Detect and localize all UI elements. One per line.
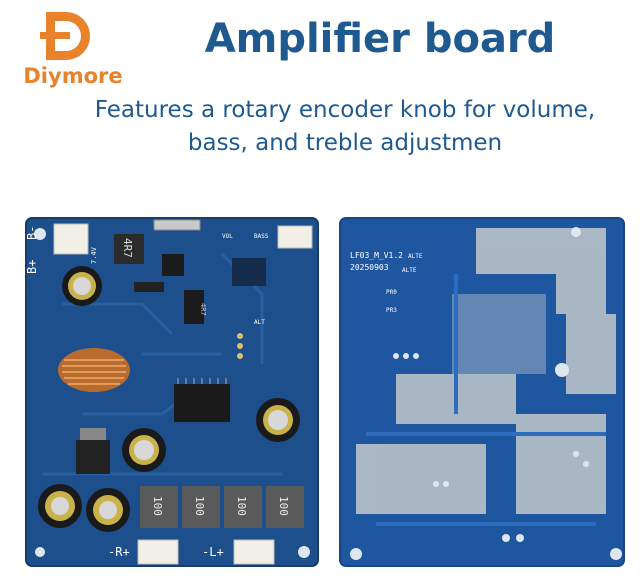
toroid-coil bbox=[58, 348, 130, 392]
label-alt-2: ALTE bbox=[402, 267, 417, 274]
label-model: LF03_M_V1.2 bbox=[350, 251, 403, 260]
label-b-plus: B+ bbox=[25, 260, 39, 274]
label-b-minus: B- bbox=[25, 226, 39, 240]
brand-logo: Diymore bbox=[8, 6, 138, 92]
page-title: Amplifier board bbox=[204, 16, 556, 62]
usb-port bbox=[153, 219, 201, 231]
diymore-d-icon bbox=[40, 12, 90, 60]
brand-name: Diymore bbox=[23, 64, 123, 88]
label-vol: VOL bbox=[222, 233, 233, 240]
solder-points bbox=[393, 353, 589, 542]
capacitor-3 bbox=[134, 440, 154, 460]
pin-header bbox=[237, 333, 243, 359]
power-connector bbox=[53, 223, 89, 255]
amplifier-board-back: LF03_M_V1.2 20250903 ALTE ALTE PR0 PR3 bbox=[339, 217, 625, 567]
capacitor-2 bbox=[268, 410, 288, 430]
label-inductor-small: 4R7 bbox=[199, 303, 207, 316]
encoder-block bbox=[232, 258, 266, 286]
capacitor-4 bbox=[51, 497, 69, 515]
inductor-4r7 bbox=[114, 234, 144, 264]
label-alt: ALT bbox=[254, 319, 265, 326]
capacitor-5 bbox=[99, 501, 117, 519]
signal-connector bbox=[277, 225, 313, 249]
label-l-channel: -L+ bbox=[202, 545, 224, 559]
label-inductor-main: 4R7 bbox=[121, 238, 134, 258]
back-hole bbox=[555, 363, 569, 377]
ic-chip-1 bbox=[162, 254, 184, 276]
label-alt-1: ALTE bbox=[408, 253, 423, 260]
label-choke-2: 100 bbox=[193, 496, 206, 516]
label-choke-3: 100 bbox=[235, 496, 248, 516]
subtitle-line-1: Features a rotary encoder knob for volum… bbox=[94, 97, 596, 123]
speaker-connector-left bbox=[233, 539, 275, 565]
capacitor-1 bbox=[73, 277, 91, 295]
label-choke-4: 100 bbox=[277, 496, 290, 516]
subtitle-line-2: bass, and treble adjustmen bbox=[187, 130, 503, 156]
output-chokes bbox=[140, 486, 304, 528]
label-pr3: PR3 bbox=[386, 307, 397, 314]
voltage-regulator bbox=[76, 440, 110, 474]
label-voltage: 7.4V bbox=[90, 246, 98, 264]
page-subtitle: Features a rotary encoder knob for volum… bbox=[60, 94, 630, 160]
amplifier-chip bbox=[174, 384, 230, 422]
label-date: 20250903 bbox=[350, 263, 389, 272]
label-pr0: PR0 bbox=[386, 289, 397, 296]
label-bass: BASS bbox=[254, 233, 269, 240]
amplifier-board-front: B+ B- 7.4V 4R7 4R7 VOL BASS ALT bbox=[25, 217, 319, 567]
label-r-channel: -R+ bbox=[108, 545, 130, 559]
speaker-connector-right bbox=[137, 539, 179, 565]
ic-chip-2 bbox=[184, 290, 204, 324]
label-choke-1: 100 bbox=[151, 496, 164, 516]
